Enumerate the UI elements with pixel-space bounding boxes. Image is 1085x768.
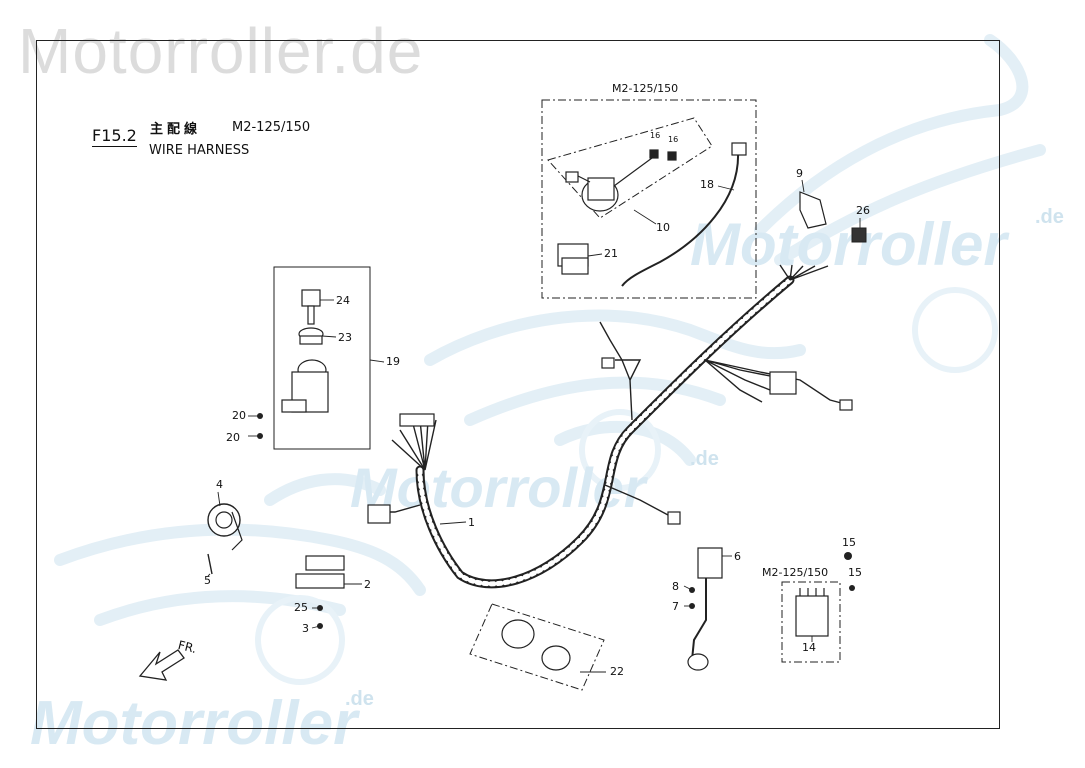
callout-14: 14: [802, 641, 816, 654]
figure-model: M2-125/150: [232, 120, 311, 135]
diagram-frame: [36, 40, 1000, 729]
callout-7: 7: [672, 600, 679, 613]
figure-title-english: WIRE HARNESS: [149, 143, 250, 158]
callout-16a: 16: [650, 131, 661, 140]
box-regulator-title: M2-125/150: [762, 566, 829, 579]
watermark-top: Motorroller.de: [18, 15, 424, 87]
box-top-title: M2-125/150: [612, 82, 679, 95]
callout-20a: 20: [232, 409, 246, 422]
callout-5: 5: [204, 574, 211, 587]
callout-16b: 16: [668, 135, 679, 144]
callout-20b: 20: [226, 431, 240, 444]
callout-10: 10: [656, 221, 670, 234]
callout-25: 25: [294, 601, 308, 614]
callout-3: 3: [302, 622, 309, 635]
main-harness: [415, 275, 795, 589]
dashed-box-bulb: [469, 603, 605, 691]
callout-15b: 15: [848, 566, 862, 579]
watermark-center-suffix: .de: [690, 448, 719, 470]
watermark-right-suffix: .de: [1035, 206, 1064, 228]
callout-15a: 15: [842, 536, 856, 549]
callout-26: 26: [856, 204, 870, 217]
callout-8: 8: [672, 580, 679, 593]
watermark-right: Motorroller: [690, 211, 1007, 278]
callout-19: 19: [386, 355, 400, 368]
figure-code: F15.2: [92, 126, 137, 147]
dashed-box-top: [541, 99, 757, 299]
figure-title-chinese: 主配線: [150, 122, 202, 137]
watermark-bottom-suffix: .de: [345, 688, 374, 710]
dashed-box-item10: [547, 117, 713, 219]
callout-6: 6: [734, 550, 741, 563]
dashed-box-regulator: [781, 581, 841, 663]
callout-2: 2: [364, 578, 371, 591]
callout-23: 23: [338, 331, 352, 344]
box-ignition: [273, 266, 371, 450]
callout-4: 4: [216, 478, 223, 491]
callout-21: 21: [604, 247, 618, 260]
callout-9: 9: [796, 167, 803, 180]
callout-22: 22: [610, 665, 624, 678]
callout-1: 1: [468, 516, 475, 529]
callout-24: 24: [336, 294, 350, 307]
watermark-bottom: Motorroller: [30, 689, 358, 758]
callout-18: 18: [700, 178, 714, 191]
